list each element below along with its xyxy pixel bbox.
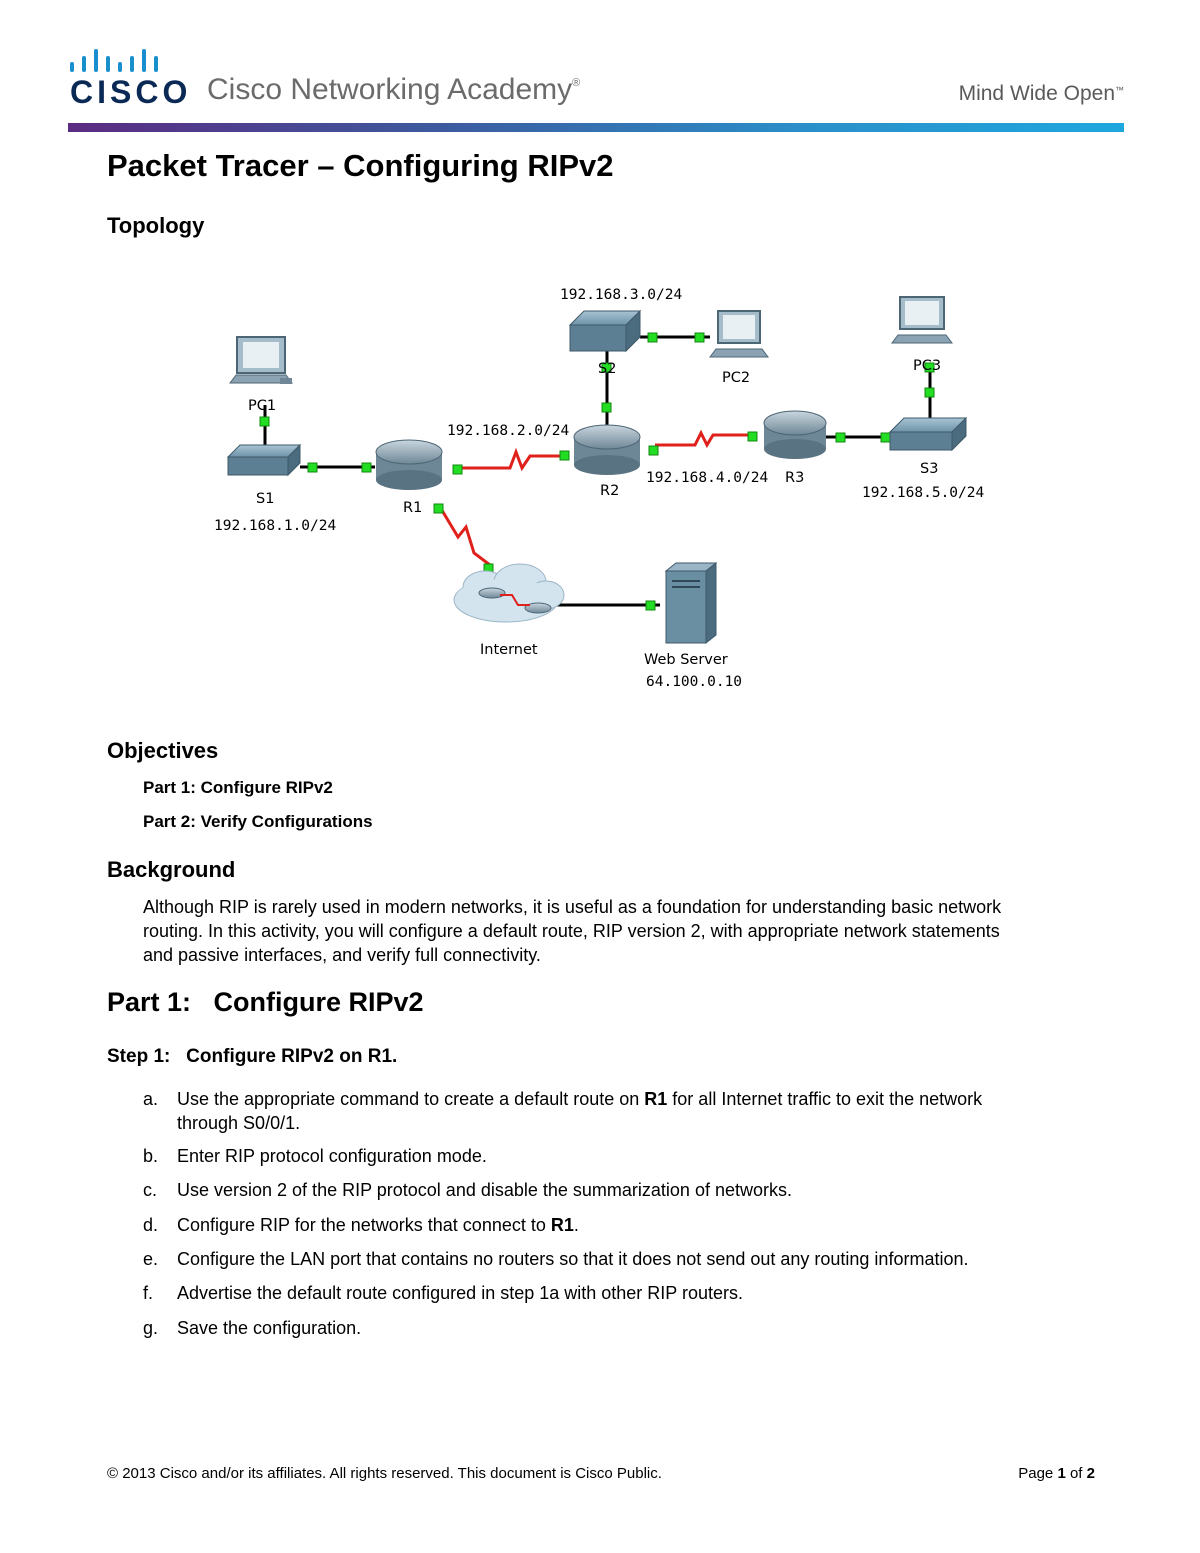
s2-switch-icon — [568, 309, 642, 353]
web-server-ip-label: 64.100.0.10 — [646, 674, 742, 690]
s3-label: S3 — [920, 461, 938, 477]
s1-label: S1 — [256, 491, 274, 507]
pc3-icon — [891, 296, 953, 344]
internet-cloud-icon — [453, 563, 565, 623]
academy-name: Cisco Networking Academy® — [207, 73, 581, 106]
net1-label: 192.168.1.0/24 — [214, 518, 336, 534]
topology-diagram: PC1 S1 192.168.1.0/24 R1 192.168.2.0/24 … — [214, 287, 984, 690]
net3-label: 192.168.3.0/24 — [560, 287, 682, 303]
part1-heading: Part 1: Configure RIPv2 — [107, 987, 424, 1017]
net5-label: 192.168.5.0/24 — [862, 485, 984, 501]
page-number: Page 1 of 2 — [1018, 1465, 1095, 1482]
cisco-bars-logo — [70, 49, 158, 72]
s1-switch-icon — [226, 443, 302, 477]
header-color-bar — [68, 123, 1124, 132]
net4-label: 192.168.4.0/24 — [646, 470, 768, 486]
pc1-label: PC1 — [248, 398, 276, 414]
topology-heading: Topology — [107, 213, 205, 238]
footer-copyright: © 2013 Cisco and/or its affiliates. All … — [107, 1465, 662, 1482]
r2-label: R2 — [600, 483, 619, 499]
web-server-label: Web Server — [644, 652, 728, 668]
internet-label: Internet — [480, 642, 538, 658]
pc3-label: PC3 — [913, 358, 941, 374]
r3-label: R3 — [785, 470, 804, 486]
net2-label: 192.168.2.0/24 — [447, 423, 569, 439]
cisco-wordmark: CISCO — [70, 74, 192, 110]
tagline: Mind Wide Open™ — [958, 82, 1124, 105]
r1-label: R1 — [403, 500, 422, 516]
pc2-label: PC2 — [722, 370, 750, 386]
step1-heading: Step 1: Configure RIPv2 on R1. — [107, 1046, 398, 1067]
pc1-icon — [229, 336, 293, 384]
objective-part1: Part 1: Configure RIPv2 — [143, 778, 333, 797]
web-server-icon — [664, 561, 718, 645]
objective-part2: Part 2: Verify Configurations — [143, 812, 373, 831]
objectives-heading: Objectives — [107, 738, 219, 763]
r1-router-icon — [375, 439, 443, 490]
r3-router-icon — [763, 410, 827, 459]
s3-switch-icon — [888, 416, 968, 452]
step-a: a. Use the appropriate command to create… — [143, 1089, 983, 1133]
r2-router-icon — [573, 424, 641, 475]
s2-label: S2 — [598, 361, 616, 377]
pc2-icon — [709, 310, 769, 358]
background-heading: Background — [107, 857, 236, 882]
page-title: Packet Tracer – Configuring RIPv2 — [107, 148, 614, 183]
background-paragraph: Although RIP is rarely used in modern ne… — [143, 897, 1002, 965]
